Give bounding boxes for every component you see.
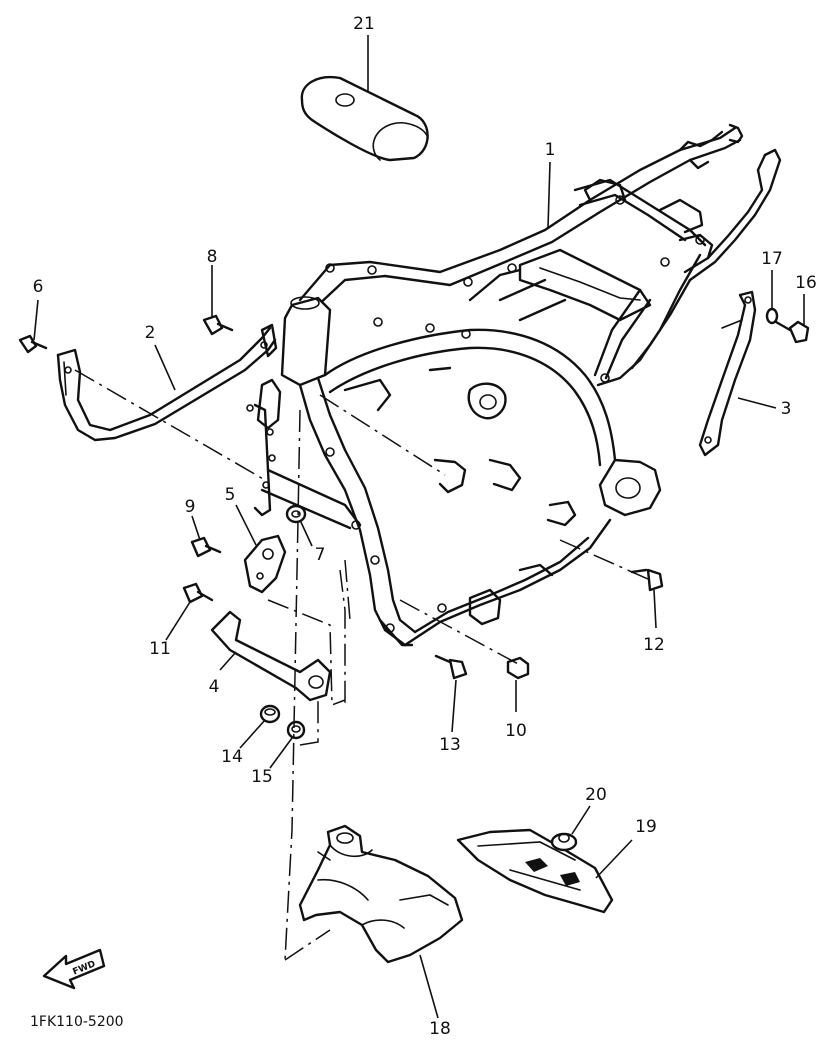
callout-6: 6 (33, 277, 44, 297)
part-6-bolt (18, 334, 48, 354)
forward-direction-arrow: FWD (42, 948, 106, 990)
callout-13: 13 (439, 735, 461, 755)
callout-1: 1 (545, 140, 556, 160)
part-15-nut (286, 720, 306, 740)
part-5-plate (243, 534, 287, 594)
callout-20: 20 (585, 785, 607, 805)
callout-8: 8 (207, 247, 218, 267)
part-8-bolt (202, 314, 234, 336)
callout-21: 21 (353, 14, 375, 34)
part-16-bolt (774, 320, 810, 344)
part-9-bolt (190, 536, 222, 558)
callout-12: 12 (643, 635, 665, 655)
part-20-nut (550, 832, 578, 852)
part-7-nut (285, 504, 307, 524)
callout-3: 3 (781, 399, 792, 419)
part-17-washer (765, 307, 779, 325)
callout-17: 17 (761, 249, 783, 269)
part-18-cover (298, 824, 464, 964)
part-10-nut (506, 656, 530, 680)
callout-15: 15 (251, 767, 273, 787)
part-14-collar (259, 704, 281, 724)
callout-labels: 21 1 2 3 4 5 6 7 8 9 10 11 12 13 14 15 1… (33, 14, 817, 1039)
callout-2: 2 (145, 323, 156, 343)
callout-9: 9 (185, 497, 196, 517)
part-13-bolt (434, 654, 468, 680)
callout-11: 11 (149, 639, 171, 659)
callout-5: 5 (225, 485, 236, 505)
part-12-bolt (630, 568, 664, 592)
callout-10: 10 (505, 721, 527, 741)
callout-16: 16 (795, 273, 817, 293)
callout-4: 4 (209, 677, 220, 697)
part-4-link (210, 610, 332, 702)
part-3-stay (698, 290, 757, 457)
callout-19: 19 (635, 817, 657, 837)
callout-leaders (33, 35, 805, 1019)
part-21-pad (300, 75, 429, 162)
part-19-shield (456, 828, 614, 914)
guide-lines (74, 369, 651, 961)
part-11-bolt (182, 582, 214, 604)
callout-18: 18 (429, 1019, 451, 1039)
part-2-bracket (56, 323, 278, 442)
part-1-main-frame (246, 123, 782, 647)
callout-7: 7 (315, 545, 326, 565)
drawing-number: 1FK110-5200 (30, 1014, 124, 1030)
callout-14: 14 (221, 747, 243, 767)
